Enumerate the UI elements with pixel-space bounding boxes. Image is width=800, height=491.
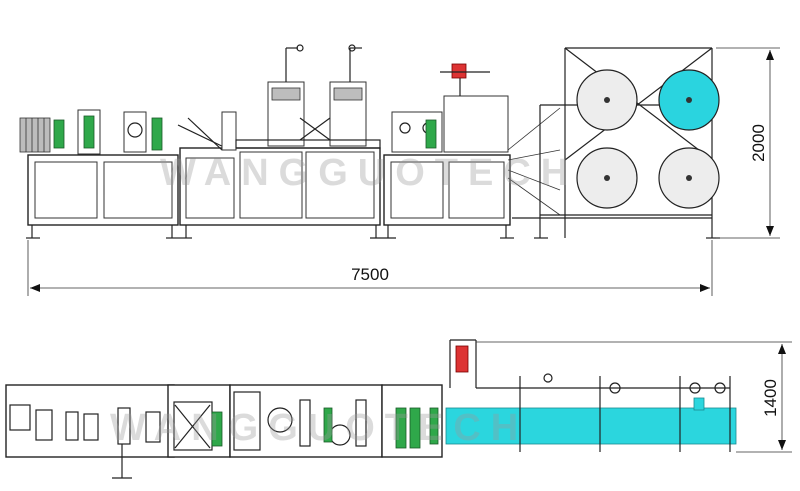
height-label: 2000 (749, 124, 768, 162)
width-dimension: 1400 (476, 341, 792, 453)
width-label: 1400 (761, 379, 780, 417)
watermark-top: WANGGUOTECH (160, 152, 578, 194)
front-elevation: 2000 7500 (19, 44, 780, 296)
height-dimension: 2000 (716, 47, 780, 239)
length-dimension: 7500 (27, 240, 713, 296)
cyan-conveyor (445, 373, 737, 452)
press-tower-right (329, 44, 367, 147)
press-tower-left (267, 44, 305, 147)
length-label: 7500 (351, 265, 389, 284)
watermark-bottom: WANGGUOTECH (110, 407, 528, 449)
roll-unwinder (512, 47, 720, 239)
top-view: 1400 (5, 339, 792, 479)
